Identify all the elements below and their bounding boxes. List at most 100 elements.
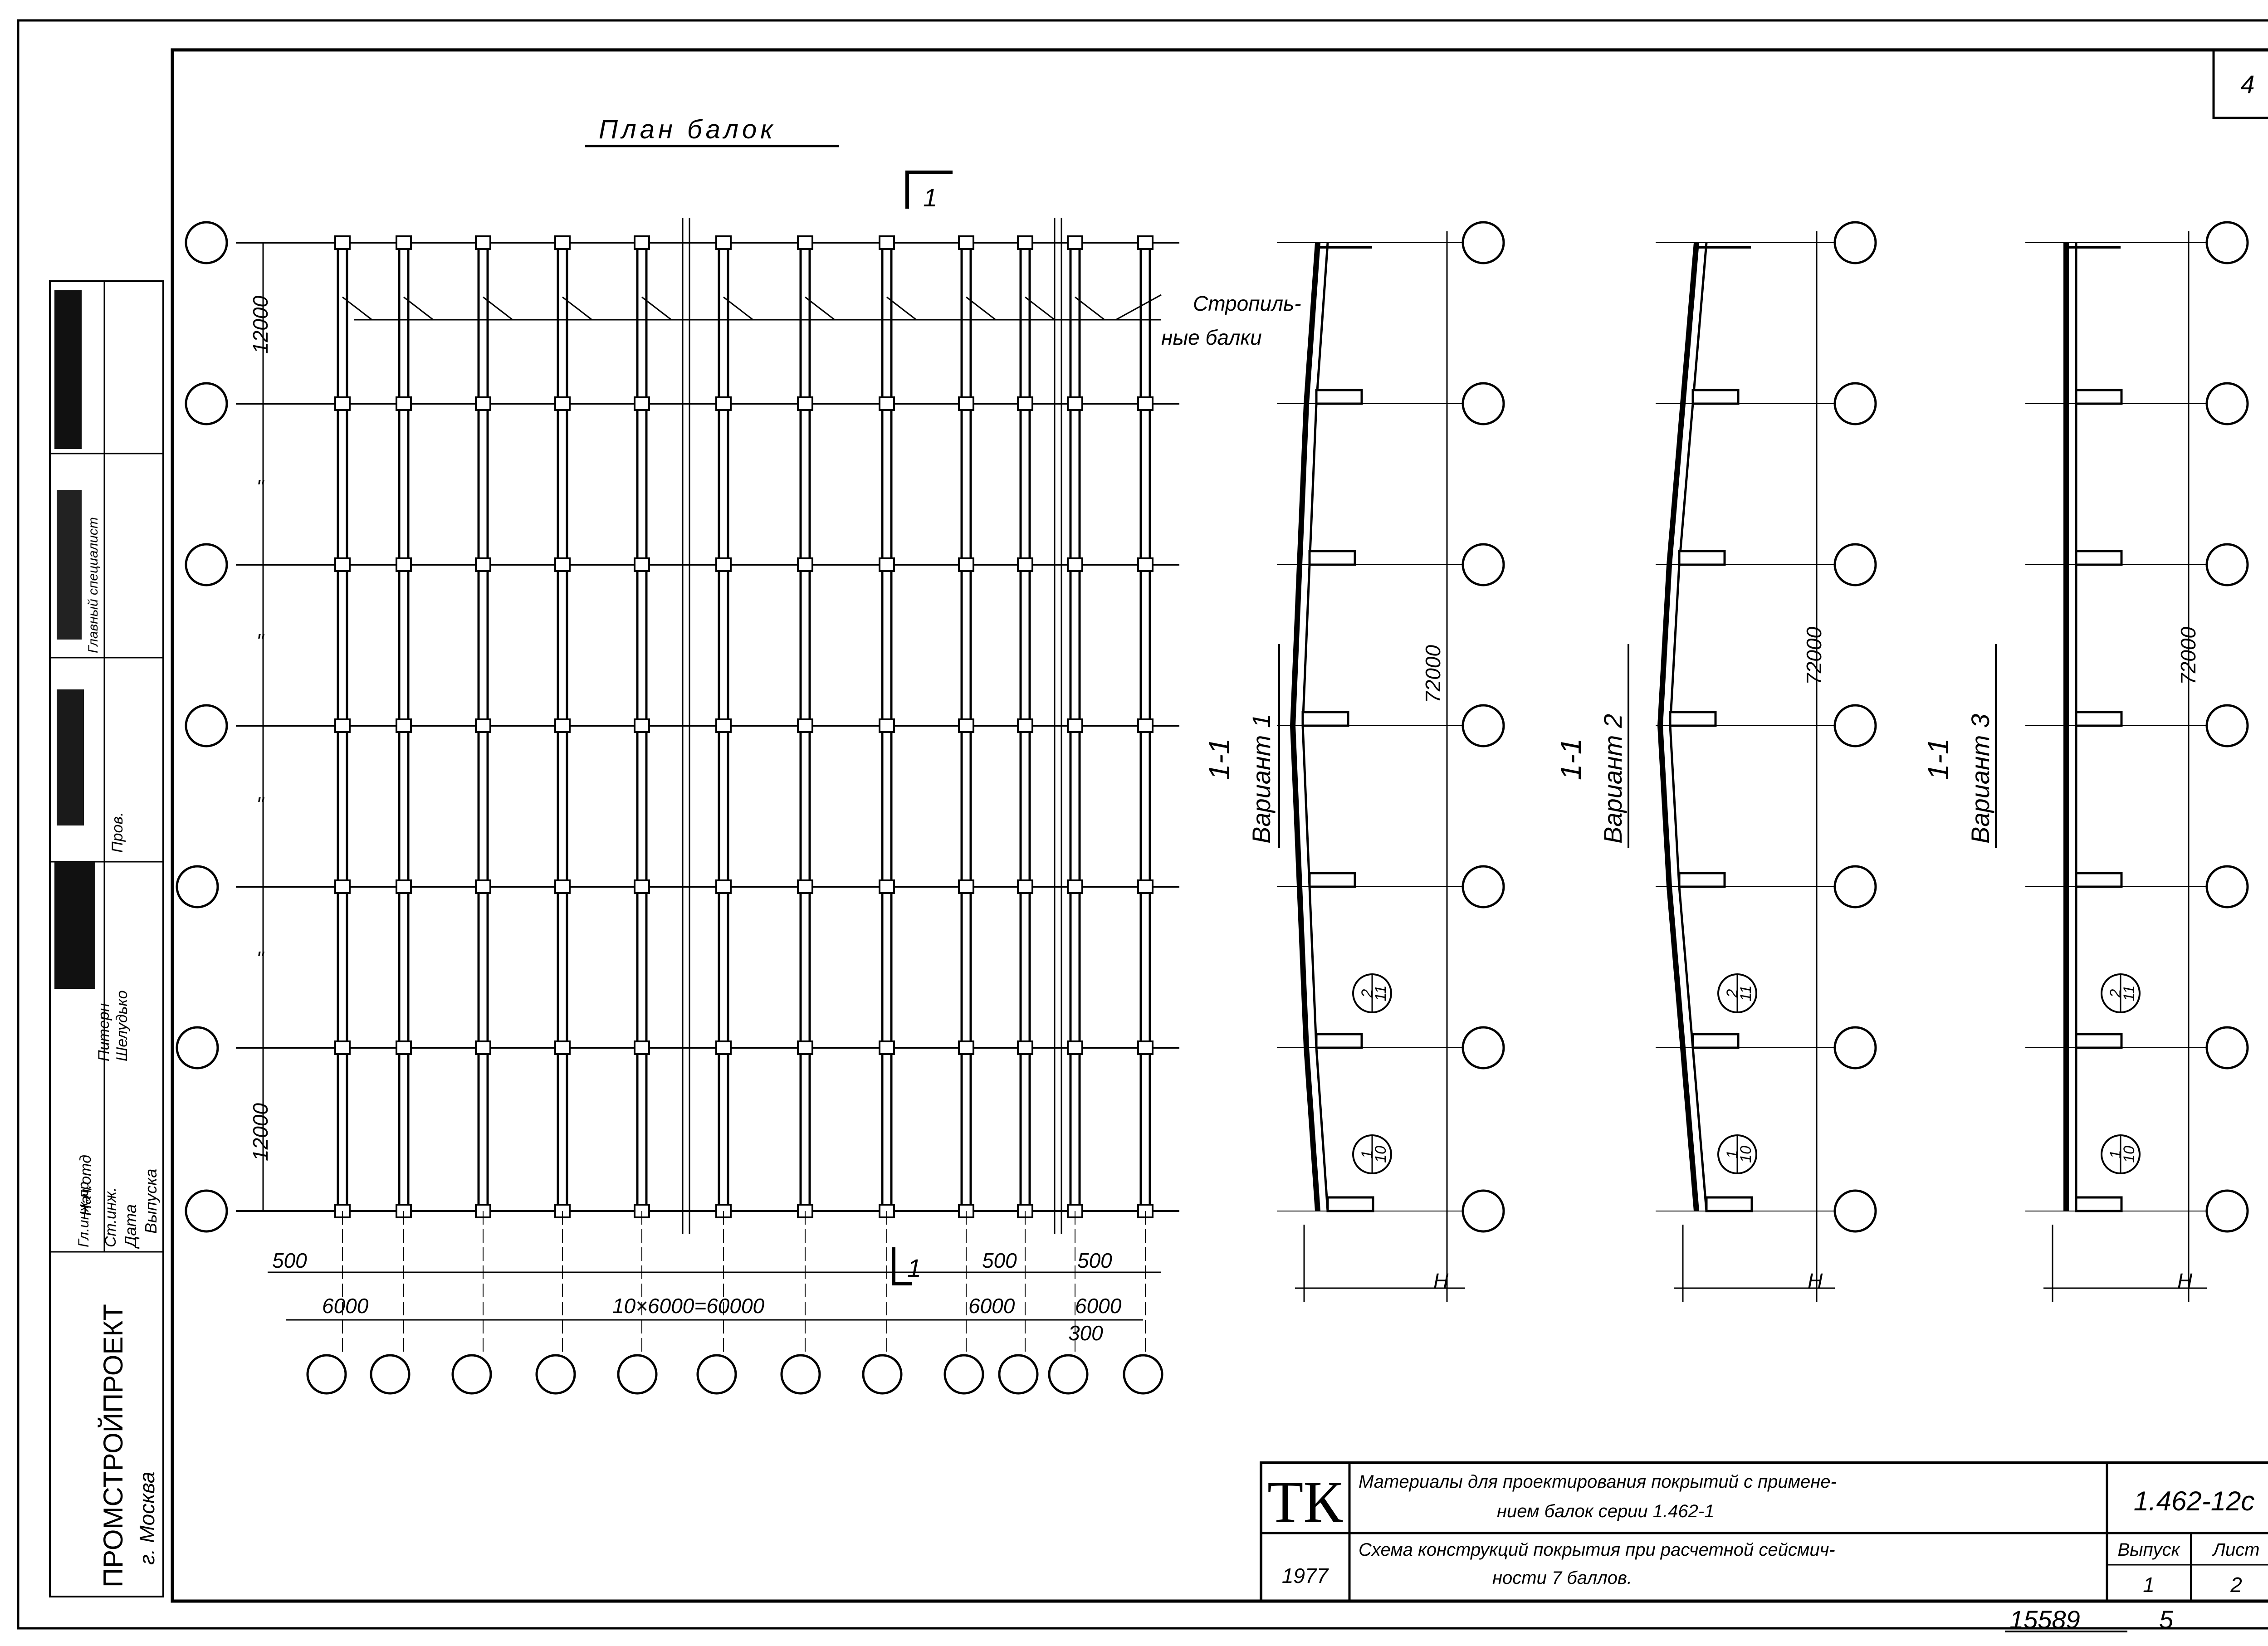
callout-number: 2 xyxy=(1724,989,1741,998)
svg-text:Вариант 2: Вариант 2 xyxy=(1598,714,1627,844)
beam-joint xyxy=(958,1040,974,1055)
stamp-blurred-2: Пров. xyxy=(109,812,126,853)
stamp-row-2: Гл.инж.пр xyxy=(75,1182,92,1247)
axis-bubble xyxy=(306,1354,347,1395)
beam-joint xyxy=(879,235,895,250)
axis-bubble xyxy=(780,1354,821,1395)
beam-section xyxy=(1691,1033,1740,1049)
beam-joint xyxy=(396,396,412,411)
beam-joint xyxy=(634,879,650,894)
rafter-tick xyxy=(1115,294,1162,321)
archive-number: 15589 xyxy=(2009,1605,2080,1634)
axis-bubble xyxy=(1048,1354,1089,1395)
beam-joint xyxy=(554,235,571,250)
axis-bubble xyxy=(1461,543,1505,586)
svg-text:1-1: 1-1 xyxy=(1554,738,1587,781)
doc-title-1: Материалы для проектирования покрытий с … xyxy=(1359,1472,1837,1492)
svg-text:1: 1 xyxy=(923,183,937,212)
beam-joint xyxy=(1067,557,1083,572)
beam-joint xyxy=(1067,396,1083,411)
year: 1977 xyxy=(1282,1564,1329,1587)
rafter-tick xyxy=(562,296,592,321)
stamp-name-2: Шелудько xyxy=(113,990,131,1061)
beam-section xyxy=(1308,550,1356,566)
beam-joint xyxy=(634,1040,650,1055)
beam-joint xyxy=(715,1040,732,1055)
beam-joint xyxy=(879,557,895,572)
axis-bubble xyxy=(370,1354,411,1395)
beam-joint xyxy=(958,718,974,733)
stamp-row-1: Нач.отд xyxy=(77,1155,94,1216)
axis-bubble xyxy=(1461,382,1505,425)
stamp-row-5: Выпуска xyxy=(142,1169,160,1234)
beam-section xyxy=(1308,872,1356,888)
beam-joint xyxy=(475,879,491,894)
outer-frame xyxy=(17,19,2268,1630)
beam-joint xyxy=(554,557,571,572)
axis-bubble xyxy=(2205,1189,2249,1233)
callout-number: 1 xyxy=(1724,1150,1741,1159)
left-stamp: Главный специалист Пров. Нач.отд Питерн … xyxy=(49,280,164,1597)
callout-number: 2 xyxy=(1359,989,1376,998)
beam-section xyxy=(2075,1196,2123,1212)
beam-joint xyxy=(475,1040,491,1055)
beam-joint xyxy=(475,718,491,733)
beam-joint xyxy=(1017,557,1033,572)
sheet-value: 2 xyxy=(2230,1573,2242,1597)
series-code: 1.462-12с xyxy=(2134,1486,2255,1516)
axis-bubble xyxy=(535,1354,576,1395)
section-variant-2: 1-1 Вариант 2 72000 Н xyxy=(1554,627,1826,1293)
beam-joint xyxy=(334,879,351,894)
rafter-tick xyxy=(723,296,753,321)
callout-number: 1 xyxy=(1359,1150,1376,1159)
rafter-label-1: Стропиль- xyxy=(1193,292,1301,315)
beam-joint xyxy=(634,235,650,250)
axis-bubble xyxy=(2205,865,2249,908)
beam-joint xyxy=(396,235,412,250)
svg-text:72000: 72000 xyxy=(1802,627,1826,685)
beam-joint xyxy=(334,718,351,733)
beam-joint xyxy=(958,557,974,572)
inner-frame xyxy=(171,48,2268,1603)
axis-bubble xyxy=(1833,865,1877,908)
dim-6000-left: 6000 xyxy=(322,1294,369,1318)
archive-suffix: 5 xyxy=(2159,1605,2174,1634)
beam-joint xyxy=(334,1040,351,1055)
beam-section xyxy=(1326,1196,1374,1212)
beam-joint xyxy=(1067,235,1083,250)
beam-joint xyxy=(1067,1040,1083,1055)
beam-joint xyxy=(1137,557,1154,572)
dim-500-left: 500 xyxy=(272,1249,307,1272)
beam-joint xyxy=(334,235,351,250)
beam-joint xyxy=(879,396,895,411)
axis-bubble xyxy=(2205,382,2249,425)
beam-plan: План балок 1 1 Стропиль- ные балки 12000… xyxy=(176,115,1301,1395)
axis-bubble xyxy=(185,221,228,264)
beam-joint xyxy=(554,718,571,733)
axis-bubble xyxy=(185,382,228,425)
beam-joint xyxy=(797,396,813,411)
beam-section xyxy=(1301,711,1349,727)
beam-section xyxy=(1678,550,1726,566)
beam-joint xyxy=(1137,396,1154,411)
axis-bubble xyxy=(185,1189,228,1233)
axis-bubble xyxy=(1461,221,1505,264)
axis-bubble xyxy=(1833,221,1877,264)
plan-grid xyxy=(176,218,1179,1395)
svg-text:Вариант 1: Вариант 1 xyxy=(1247,714,1276,844)
beam-joint xyxy=(634,557,650,572)
beam-joint xyxy=(1017,235,1033,250)
sections: 1-1 Вариант 1 72000 Н 1-1 Вариант 2 7200… xyxy=(1203,221,2249,1302)
rafter-tick xyxy=(483,296,513,321)
axis-bubble xyxy=(185,704,228,747)
beam-section xyxy=(2075,550,2123,566)
axis-bubble xyxy=(176,1026,219,1070)
axis-bubble xyxy=(1833,1189,1877,1233)
axis-bubble xyxy=(943,1354,984,1395)
svg-text:Н: Н xyxy=(2177,1269,2193,1293)
section-variant-3: 1-1 Вариант 3 72000 Н xyxy=(1922,627,2200,1293)
beam-joint xyxy=(1137,235,1154,250)
rafter-tick xyxy=(966,296,996,321)
beam-joint xyxy=(797,235,813,250)
